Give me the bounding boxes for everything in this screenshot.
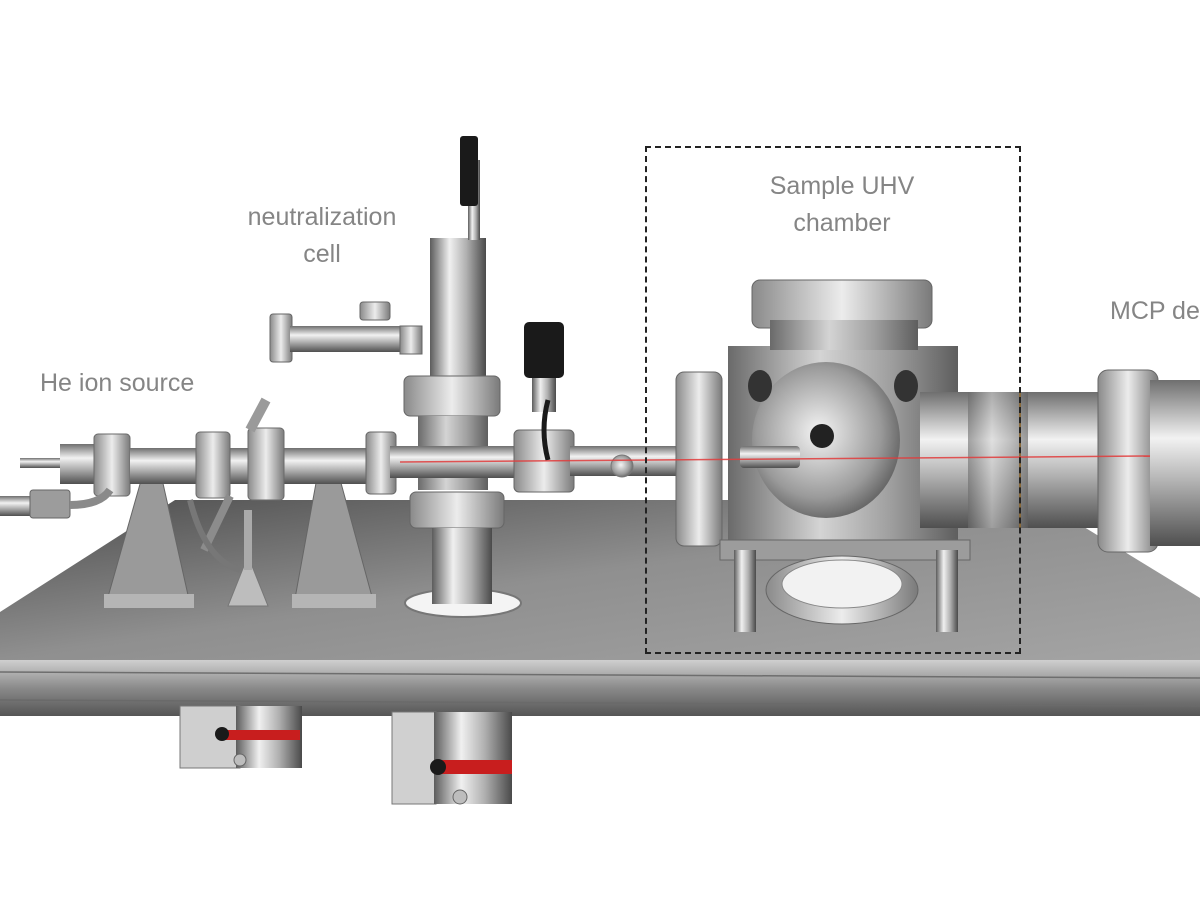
sample-chamber-label: Sample UHV chamber xyxy=(752,168,932,242)
neutralization-cell-label-line2: cell xyxy=(303,240,341,268)
mcp-detector xyxy=(920,369,1200,553)
neutralization-cell xyxy=(269,136,530,604)
beamline-supports xyxy=(104,449,376,608)
gate-valve xyxy=(513,322,680,493)
neutralization-cell-label-line1: neutralization xyxy=(247,203,397,231)
neutralization-cell-label: neutralization cell xyxy=(232,199,412,273)
ion-beam xyxy=(399,455,1151,463)
sample-chamber-label-line2: chamber xyxy=(793,209,891,237)
mcp-detector-label: MCP de xyxy=(1110,293,1200,330)
he-ion-source-label: He ion source xyxy=(40,365,194,402)
mcp-detector-label-text: MCP de xyxy=(1110,297,1200,325)
sample-chamber-label-line1: Sample UHV xyxy=(769,172,915,200)
turbo-pump-left xyxy=(179,705,302,769)
sample-chamber xyxy=(675,279,971,632)
he-ion-source-label-text: He ion source xyxy=(40,369,195,397)
turbo-pump-right xyxy=(391,711,512,805)
he-ion-source xyxy=(0,397,380,573)
